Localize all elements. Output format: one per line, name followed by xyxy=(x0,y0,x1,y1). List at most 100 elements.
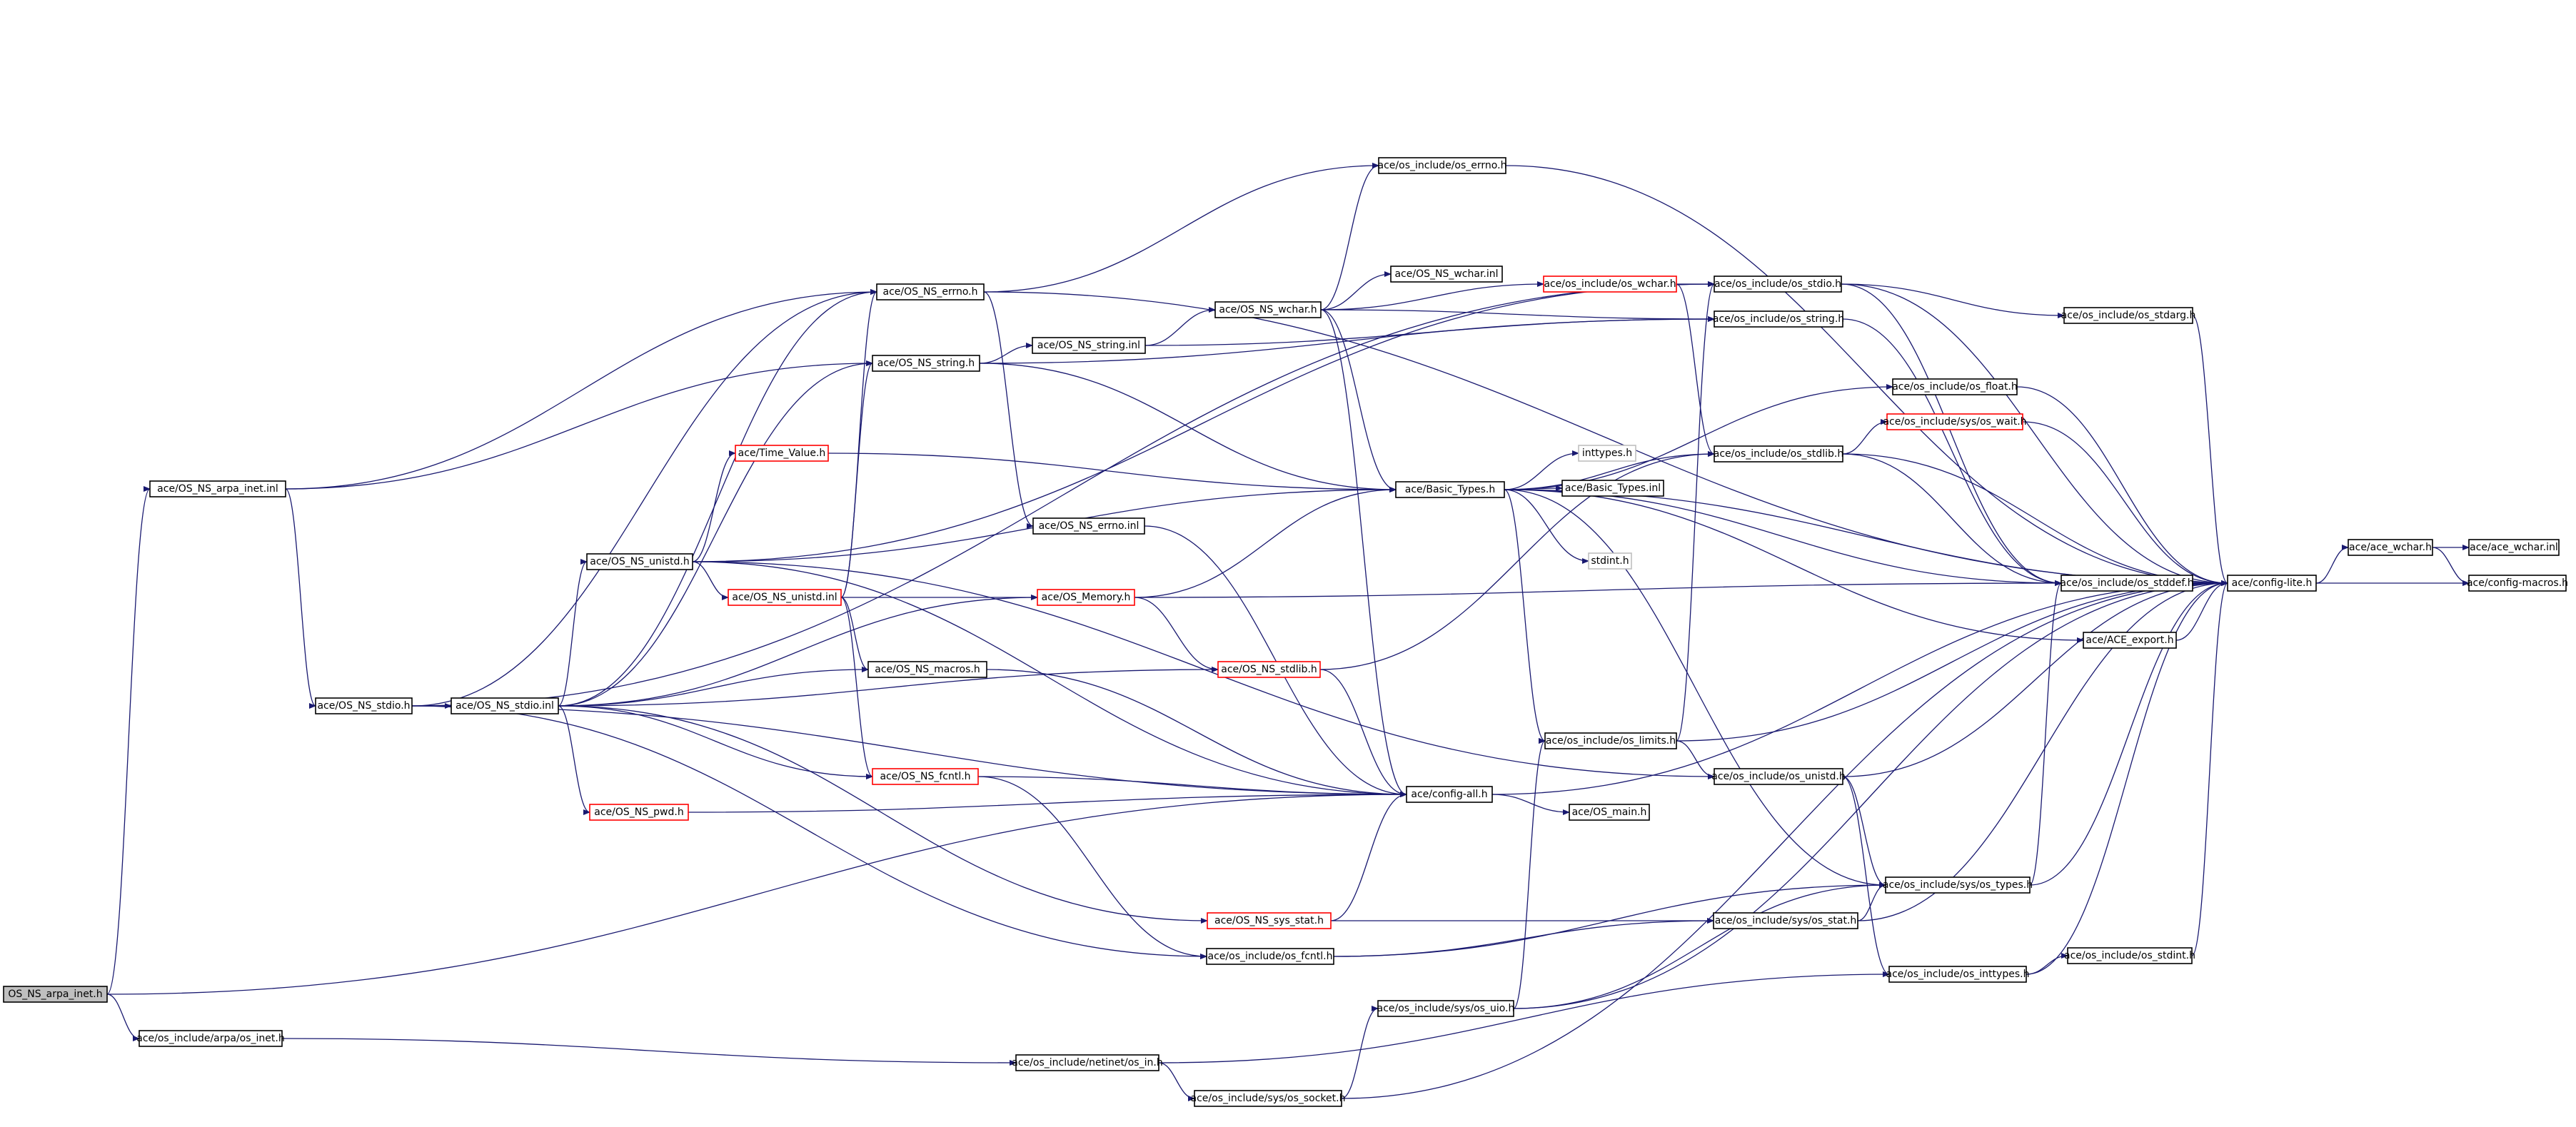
node-os-float[interactable]: ace/os_include/os_float.h xyxy=(1892,378,2018,395)
edge-ns_stdio_inl-to-ns_macros xyxy=(558,667,869,707)
edge-ns_unistd_h-to-time_value xyxy=(692,450,736,562)
edge-sys_uio-to-os_limits xyxy=(1513,738,1546,1009)
edge-ns_stdio_inl-to-os_memory xyxy=(558,595,1038,707)
node-label: ace/os_include/os_limits.h xyxy=(1546,735,1676,747)
node-ns-pwd[interactable]: ace/OS_NS_pwd.h xyxy=(589,804,689,821)
edge-os_string-to-os_stddef xyxy=(1842,318,2062,586)
node-ns-string-inl[interactable]: ace/OS_NS_string.inl xyxy=(1032,337,1146,354)
edge-os_stdio-to-os_stddef xyxy=(1841,283,2062,586)
edge-ns_unistd_h-to-os_stdio xyxy=(692,281,1715,562)
node-ns-wchar-inl[interactable]: ace/OS_NS_wchar.inl xyxy=(1390,266,1503,283)
node-os-inttypes[interactable]: ace/os_include/os_inttypes.h xyxy=(1886,966,2030,983)
node-ns-macros[interactable]: ace/OS_NS_macros.h xyxy=(867,661,987,678)
node-sys-stat[interactable]: ace/os_include/sys/os_stat.h xyxy=(1713,912,1858,929)
node-box xyxy=(1390,266,1503,283)
node-config-all[interactable]: ace/config-all.h xyxy=(1406,786,1493,803)
node-os-stdint[interactable]: ace/os_include/os_stdint.h xyxy=(2064,947,2195,964)
node-config-macros[interactable]: ace/config-macros.h xyxy=(2467,575,2568,592)
node-ns-unistd-inl[interactable]: ace/OS_NS_unistd.inl xyxy=(728,589,842,606)
node-os-stddef[interactable]: ace/os_include/os_stddef.h xyxy=(2060,575,2194,592)
node-ace-wchar-inl[interactable]: ace/ace_wchar.inl xyxy=(2468,539,2560,556)
edge-os_float-to-config_lite xyxy=(2016,386,2228,586)
node-basic-types[interactable]: ace/Basic_Types.h xyxy=(1395,481,1505,498)
node-os-stdlib[interactable]: ace/os_include/os_stdlib.h xyxy=(1714,445,1843,463)
node-sys-uio[interactable]: ace/os_include/sys/os_uio.h xyxy=(1377,1000,1515,1017)
node-os-arpa-inet[interactable]: ace/os_include/arpa/os_inet.h xyxy=(136,1030,285,1047)
edge-ns_string_h-to-basic_types xyxy=(979,363,1397,492)
node-os-string[interactable]: ace/os_include/os_string.h xyxy=(1713,310,1844,328)
edge-ns_stdio_inl-to-ns_fcntl xyxy=(558,705,873,779)
node-os-stdio[interactable]: ace/os_include/os_stdio.h xyxy=(1714,276,1842,293)
edge-ace_wchar_h-to-config_macros xyxy=(2432,547,2470,586)
node-stdint[interactable]: stdint.h xyxy=(1588,552,1632,570)
edge-basic_types-to-os_limits xyxy=(1504,489,1546,744)
node-arpa-inet-inl[interactable]: ace/OS_NS_arpa_inet.inl xyxy=(149,480,286,497)
node-ns-errno-h[interactable]: ace/OS_NS_errno.h xyxy=(876,283,985,300)
node-os-stdarg[interactable]: ace/os_include/os_stdarg.h xyxy=(2061,307,2196,324)
node-label: ace/OS_NS_pwd.h xyxy=(594,807,683,818)
node-ace-wchar-h[interactable]: ace/ace_wchar.h xyxy=(2348,539,2433,556)
node-ns-errno-inl[interactable]: ace/OS_NS_errno.inl xyxy=(1032,517,1145,535)
node-box xyxy=(1206,948,1334,965)
node-label: ace/OS_NS_string.h xyxy=(877,358,975,369)
node-box xyxy=(315,697,413,714)
edge-os_limits-to-config_lite xyxy=(1676,580,2228,742)
node-ns-fcntl[interactable]: ace/OS_NS_fcntl.h xyxy=(872,768,979,785)
node-ns-stdlib[interactable]: ace/OS_NS_stdlib.h xyxy=(1217,661,1321,678)
node-label: OS_NS_arpa_inet.h xyxy=(8,989,102,1000)
node-netinet-in[interactable]: ace/os_include/netinet/os_in.h xyxy=(1012,1054,1163,1071)
edge-ns_string_inl-to-ns_wchar_h xyxy=(1144,307,1216,346)
edge-root-to-arpa_inet_inl xyxy=(106,486,151,995)
node-label: ace/os_include/os_stddef.h xyxy=(2060,577,2193,589)
node-ns-unistd-h[interactable]: ace/OS_NS_unistd.h xyxy=(586,553,693,570)
node-ns-stdio-h[interactable]: ace/OS_NS_stdio.h xyxy=(315,697,413,714)
node-box xyxy=(867,661,987,678)
node-box xyxy=(1886,413,2023,430)
edge-ns_wchar_h-to-os_errno xyxy=(1320,163,1379,310)
edge-os_memory-to-basic_types xyxy=(1134,487,1397,598)
edge-os_stdlib-to-sys_wait xyxy=(1842,419,1888,455)
node-label: ace/OS_NS_errno.h xyxy=(882,286,977,298)
node-ns-sys-stat[interactable]: ace/OS_NS_sys_stat.h xyxy=(1207,912,1332,929)
node-root[interactable]: OS_NS_arpa_inet.h xyxy=(3,986,108,1003)
node-os-errno[interactable]: ace/os_include/os_errno.h xyxy=(1378,157,1507,174)
node-box xyxy=(3,986,108,1003)
node-label: ace/os_include/os_inttypes.h xyxy=(1886,969,2030,980)
node-box xyxy=(1714,276,1842,293)
node-time-value[interactable]: ace/Time_Value.h xyxy=(735,445,829,462)
node-os-fcntl[interactable]: ace/os_include/os_fcntl.h xyxy=(1206,948,1334,965)
node-sys-wait[interactable]: ace/os_include/sys/os_wait.h xyxy=(1883,413,2027,430)
edge-os_unistd-to-os_inttypes xyxy=(1842,776,1890,977)
node-ns-wchar-h[interactable]: ace/OS_NS_wchar.h xyxy=(1214,301,1322,318)
edge-sys_uio-to-sys_types xyxy=(1513,882,1886,1009)
node-os-main[interactable]: ace/OS_main.h xyxy=(1569,804,1650,821)
node-box xyxy=(1037,589,1135,606)
node-label: ace/ace_wchar.inl xyxy=(2470,542,2558,553)
node-label: ace/os_include/sys/os_wait.h xyxy=(1883,416,2026,428)
node-sys-socket[interactable]: ace/os_include/sys/os_socket.h xyxy=(1191,1090,1346,1107)
node-ns-string-h[interactable]: ace/OS_NS_string.h xyxy=(872,355,980,372)
node-ace-export[interactable]: ace/ACE_export.h xyxy=(2083,632,2177,649)
node-os-limits[interactable]: ace/os_include/os_limits.h xyxy=(1544,732,1677,749)
node-os-unistd[interactable]: ace/os_include/os_unistd.h xyxy=(1711,768,1846,785)
node-inttypes[interactable]: inttypes.h xyxy=(1578,445,1636,462)
node-label: ace/os_include/sys/os_uio.h xyxy=(1377,1003,1515,1014)
node-config-lite[interactable]: ace/config-lite.h xyxy=(2227,575,2317,592)
node-box xyxy=(1578,445,1636,462)
node-label: ace/os_include/os_wchar.h xyxy=(1544,278,1676,290)
node-sys-types[interactable]: ace/os_include/sys/os_types.h xyxy=(1883,876,2033,894)
edge-ns_stdio_h-to-os_fcntl xyxy=(411,705,1207,959)
node-basic-types-inl[interactable]: ace/Basic_Types.inl xyxy=(1561,480,1664,497)
node-ns-stdio-inl[interactable]: ace/OS_NS_stdio.inl xyxy=(451,697,559,714)
node-label: ace/Basic_Types.inl xyxy=(1565,482,1661,494)
edge-ns_wchar_h-to-ns_wchar_inl xyxy=(1320,271,1392,310)
node-label: ace/config-all.h xyxy=(1411,789,1487,800)
node-box xyxy=(1217,661,1321,678)
node-box xyxy=(149,480,286,497)
node-box xyxy=(1395,481,1505,498)
edge-ns_stdio_inl-to-ns_sys_stat xyxy=(558,705,1208,924)
edge-ns_wchar_h-to-basic_types xyxy=(1320,309,1397,492)
node-os-memory[interactable]: ace/OS_Memory.h xyxy=(1037,589,1135,606)
node-os-wchar[interactable]: ace/os_include/os_wchar.h xyxy=(1543,276,1677,293)
node-label: ace/os_include/os_float.h xyxy=(1892,381,2018,393)
